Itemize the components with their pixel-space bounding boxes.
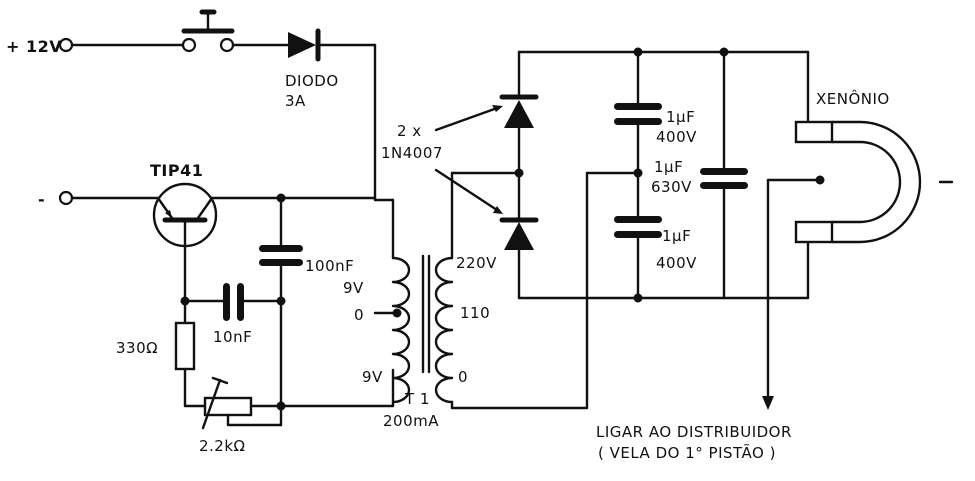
label-cap3-value: 1µF <box>662 227 691 245</box>
label-pot-2k2: 2.2kΩ <box>199 437 246 455</box>
xenon-lamp <box>762 50 954 410</box>
label-supply-positive: + 12V <box>6 37 62 56</box>
label-transformer-current: 200mA <box>383 412 439 430</box>
label-primary-0: 0 <box>354 306 364 324</box>
rectifier-diodes <box>434 50 539 300</box>
negative-input-line <box>58 190 160 206</box>
label-cap-100nf: 100nF <box>305 257 354 275</box>
label-cap2-value: 1µF <box>654 158 683 176</box>
label-transformer-name: T 1 <box>404 390 430 408</box>
output-arrow-icon <box>762 396 774 410</box>
negative-terminal <box>58 190 74 206</box>
label-cap-10nf: 10nF <box>213 328 252 346</box>
label-primary-9v-bottom: 9V <box>362 368 383 386</box>
diode-3a <box>288 28 321 62</box>
supply-positive-line <box>58 37 377 202</box>
label-secondary-220v: 220V <box>456 254 497 272</box>
label-secondary-0: 0 <box>458 368 468 386</box>
label-diodes-count: 2 x <box>397 122 422 140</box>
base-network <box>174 193 395 430</box>
label-cap1-value: 1µF <box>666 108 695 126</box>
label-primary-9v-top: 9V <box>343 279 364 297</box>
label-diode: DIODO <box>285 72 339 90</box>
resistor-330 <box>174 321 196 371</box>
label-diode-current: 3A <box>285 92 306 110</box>
label-output-line1: LIGAR AO DISTRIBUIDOR <box>596 423 792 441</box>
label-cap2-voltage: 630V <box>651 178 692 196</box>
label-resistor-330: 330Ω <box>116 339 158 357</box>
label-lamp: XENÔNIO <box>816 89 890 108</box>
push-button-switch <box>181 9 235 34</box>
label-cap1-voltage: 400V <box>656 128 697 146</box>
label-diodes-part: 1N4007 <box>381 144 443 162</box>
capacitor-100nf <box>259 196 303 408</box>
transistor-tip41 <box>152 182 377 248</box>
label-transistor: TIP41 <box>150 161 203 180</box>
label-secondary-110: 110 <box>460 304 490 322</box>
label-output-line2: ( VELA DO 1° PISTÃO ) <box>598 443 776 462</box>
capacitor-bank <box>517 47 810 303</box>
capacitor-10nf <box>223 283 230 321</box>
label-supply-negative: - <box>38 190 45 209</box>
label-cap3-voltage: 400V <box>656 254 697 272</box>
transformer-t1 <box>373 171 640 410</box>
